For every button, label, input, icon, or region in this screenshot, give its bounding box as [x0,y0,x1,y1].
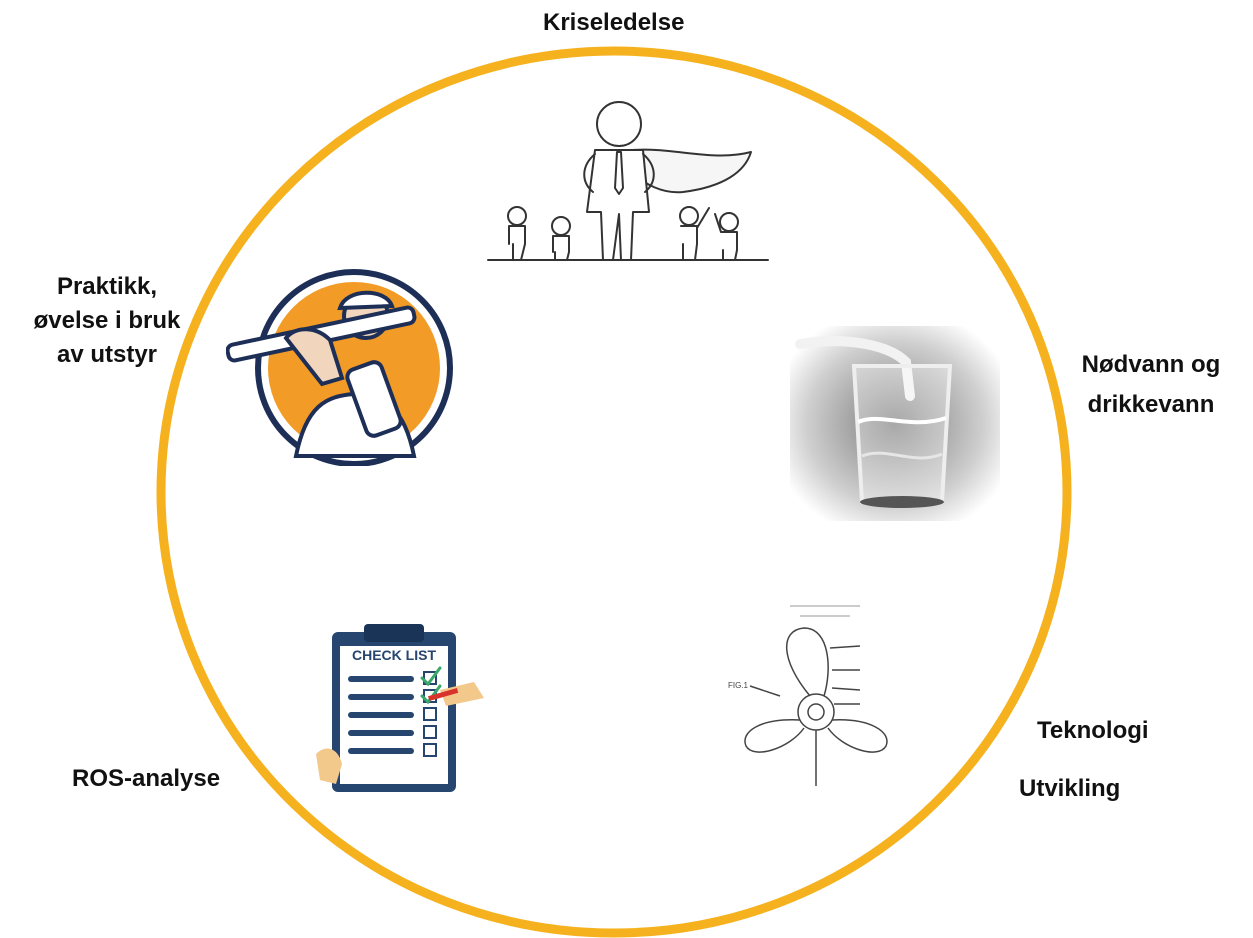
checklist-icon: CHECK LIST [316,624,484,792]
svg-text:FIG.1: FIG.1 [728,681,749,690]
water-glass-icon [790,326,1000,521]
checklist-title: CHECK LIST [352,647,436,663]
label-praktikk-line3: av utstyr [56,341,158,368]
ring-circle [156,46,1072,938]
leader-with-cape-icon [487,101,769,261]
label-nodvann: Nødvann og drikkevann [1066,348,1236,422]
label-utvikling: Utvikling [1019,775,1121,802]
label-praktikk-line1: Praktikk, [56,273,158,300]
label-nodvann-line2: drikkevann [1087,391,1215,418]
propeller-drawing-icon: FIG.1 [728,605,888,786]
label-teknologi: Teknologi [1037,717,1149,744]
label-nodvann-line1: Nødvann og [1081,351,1221,378]
label-ros-analyse: ROS-analyse [72,765,221,792]
label-praktikk-line2: øvelse i bruk [33,307,181,334]
worker-with-tools-icon [226,269,453,466]
label-kriseledelse: Kriseledelse [543,9,685,36]
label-praktikk: Praktikk, øvelse i bruk av utstyr [14,270,200,372]
